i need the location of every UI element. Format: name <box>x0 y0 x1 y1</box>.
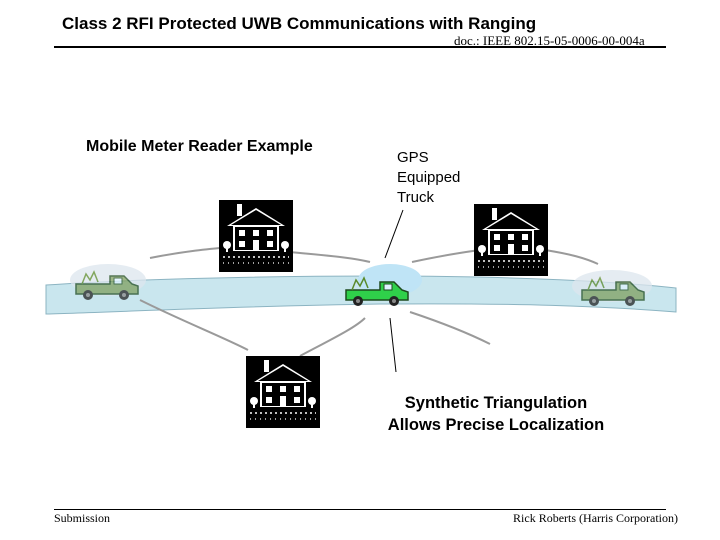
callout-line: Truck <box>397 189 434 206</box>
triangulation-caption: Synthetic Triangulation Allows Precise L… <box>346 392 646 436</box>
footer-submission: Submission <box>54 511 111 525</box>
house-icon <box>245 355 321 429</box>
truck-icon <box>70 264 146 301</box>
document-id: doc.: IEEE 802.15-05-0006-00-004a <box>454 33 645 48</box>
caption-line: Synthetic Triangulation <box>404 394 588 412</box>
footer-rule <box>54 509 666 510</box>
caption-leader <box>389 317 397 373</box>
callout-line: GPS <box>397 149 429 166</box>
slide-title: Class 2 RFI Protected UWB Communications… <box>62 14 537 33</box>
house-icon <box>473 203 549 277</box>
footer-author: Rick Roberts (Harris Corporation) <box>513 511 678 525</box>
figure-subtitle: Mobile Meter Reader Example <box>86 138 313 155</box>
truck-icon <box>572 270 652 307</box>
callout-leader <box>384 209 404 259</box>
truck-icon <box>345 264 422 307</box>
ranging-beam <box>139 245 599 357</box>
caption-line: Allows Precise Localization <box>387 416 605 434</box>
gps-truck-callout: GPS Equipped Truck <box>397 148 460 208</box>
house-icon <box>218 199 294 273</box>
header-rule <box>54 46 666 48</box>
callout-line: Equipped <box>397 169 461 186</box>
